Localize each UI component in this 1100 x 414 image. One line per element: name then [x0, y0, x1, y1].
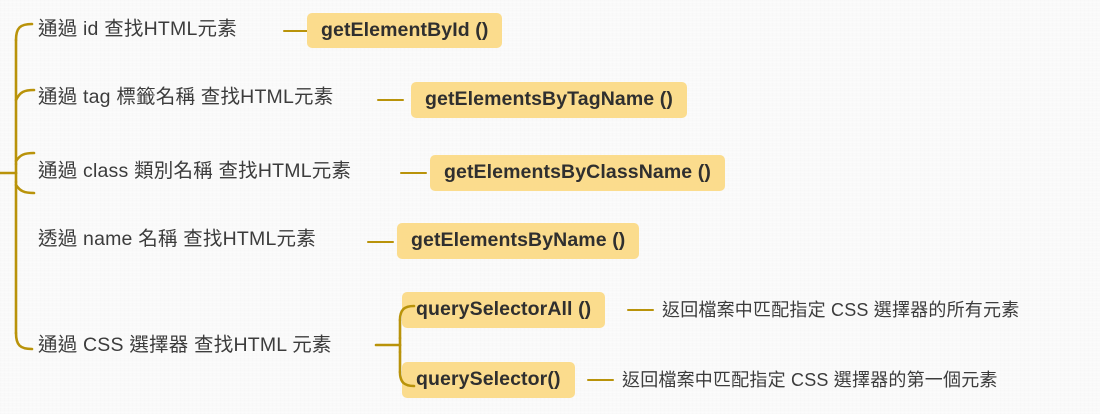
branch-label-id: 通過 id 查找HTML元素 [38, 18, 237, 40]
connector-line-queryselectorall [627, 309, 654, 312]
branch-label-tag: 通過 tag 標籤名稱 查找HTML元素 [38, 86, 334, 108]
description-queryselector: 返回檔案中匹配指定 CSS 選擇器的第一個元素 [622, 370, 998, 390]
method-badge-getelementsbyname[interactable]: getElementsByName () [397, 223, 640, 259]
connector-line-tag [377, 99, 404, 102]
method-badge-getelementsbyclassname[interactable]: getElementsByClassName () [430, 155, 725, 191]
branch-label-class: 通過 class 類別名稱 查找HTML元素 [38, 160, 352, 182]
connector-line-name [367, 241, 394, 244]
main-bracket-icon [0, 22, 36, 351]
branch-label-name: 透過 name 名稱 查找HTML元素 [38, 228, 316, 250]
branch-label-css-selector: 通過 CSS 選擇器 查找HTML 元素 [38, 334, 332, 356]
connector-line-id [283, 30, 310, 33]
method-badge-getelementsbytagname[interactable]: getElementsByTagName () [411, 82, 687, 118]
method-badge-queryselectorall[interactable]: querySelectorAll () [402, 292, 606, 328]
connector-line-class [400, 172, 427, 175]
method-badge-queryselector[interactable]: querySelector() [402, 362, 575, 398]
method-badge-getelementbyid[interactable]: getElementById () [307, 13, 503, 48]
connector-line-queryselector [587, 379, 614, 382]
description-queryselectorall: 返回檔案中匹配指定 CSS 選擇器的所有元素 [662, 300, 1020, 320]
